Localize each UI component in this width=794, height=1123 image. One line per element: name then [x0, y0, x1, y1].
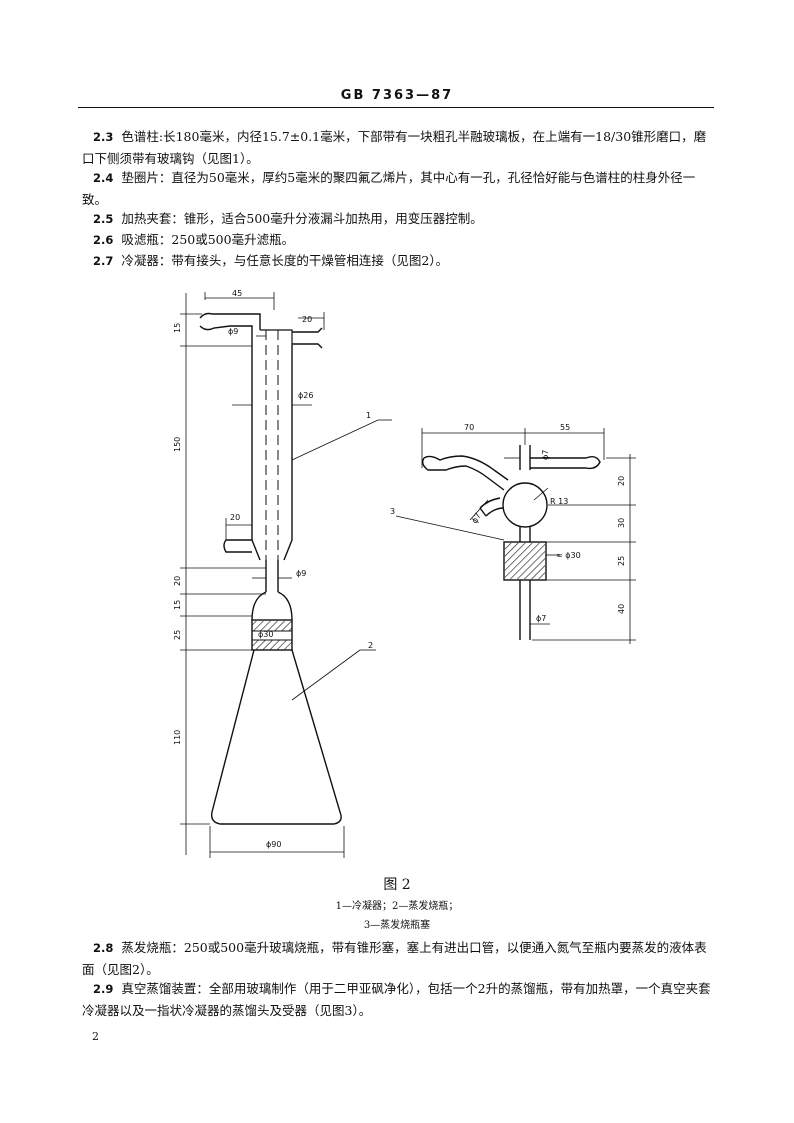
dim-v110: 110 — [173, 730, 182, 745]
clause-text: 蒸发烧瓶：250或500毫升玻璃烧瓶，带有锥形塞，塞上有进出口管，以便通入氮气至… — [82, 940, 707, 977]
dim-phi26: ϕ26 — [298, 391, 313, 400]
figure-title: 图 2 — [383, 877, 411, 893]
dim-phi7-side: ϕ7 — [470, 512, 483, 525]
stopper-drawing — [421, 445, 601, 640]
dim-v15-bulb: 15 — [173, 600, 182, 610]
paragraph-2-7: 2.7 冷凝器：带有接头，与任意长度的干燥管相连接（见图2）。 — [82, 250, 718, 272]
dim-phi9-stem: ϕ9 — [296, 569, 306, 578]
dim-v15-top: 15 — [173, 323, 182, 333]
dim-phi30: ϕ30 — [258, 630, 273, 639]
clause-number: 2.5 — [93, 212, 114, 226]
dim-20-side: 20 — [230, 513, 240, 522]
clause-text: 垫圈片：直径为50毫米，厚约5毫米的聚四氟乙烯片，其中心有一孔，孔径恰好能与色谱… — [82, 170, 696, 207]
figure-legend-line2: 3—蒸发烧瓶塞 — [363, 920, 431, 931]
dim-phi7-bottom: ϕ7 — [536, 614, 546, 623]
paragraph-2-5: 2.5 加热夹套：锥形，适合500毫升分液漏斗加热用，用变压器控制。 — [82, 208, 718, 230]
header-rule — [78, 107, 714, 108]
label-3: 3 — [390, 507, 395, 516]
clause-number: 2.3 — [93, 130, 114, 144]
clause-number: 2.8 — [93, 941, 114, 955]
page-number: 2 — [92, 1030, 99, 1043]
dim-45: 45 — [232, 289, 242, 298]
dim-70: 70 — [464, 423, 474, 432]
dim-phi9-top: ϕ9 — [228, 327, 238, 336]
dim-v30-right: 30 — [617, 518, 626, 528]
right-dimension-labels: 70 55 ϕ7 ϕ7 R 13 ≈ ϕ30 ϕ7 3 20 30 25 40 — [390, 423, 626, 623]
stopper-hatch — [505, 543, 545, 579]
clause-text: 真空蒸馏装置：全部用玻璃制作（用于二甲亚砜净化），包括一个2升的蒸馏瓶，带有加热… — [82, 981, 711, 1018]
figure-2-drawing: 45 ϕ9 20 ϕ26 20 ϕ9 ϕ30 ϕ90 1 2 15 150 20… — [173, 289, 636, 858]
clause-number: 2.9 — [93, 982, 114, 996]
dim-v150: 150 — [173, 437, 182, 452]
dim-v20-right: 20 — [617, 476, 626, 486]
dim-approx-phi30: ≈ ϕ30 — [556, 551, 581, 560]
clause-text: 色谱柱:长180毫米，内径15.7±0.1毫米，下部带有一块粗孔半融玻璃板，在上… — [82, 129, 707, 166]
dim-r13: R 13 — [550, 497, 568, 506]
figure-legend-line1: 1—冷凝器；2—蒸发烧瓶； — [335, 901, 459, 912]
paragraph-2-6: 2.6 吸滤瓶：250或500毫升滤瓶。 — [82, 229, 718, 251]
dim-20-top: 20 — [302, 315, 312, 324]
dim-v20: 20 — [173, 576, 182, 586]
joint-hatch-lower — [252, 640, 292, 650]
dim-v25: 25 — [173, 630, 182, 640]
clause-number: 2.4 — [93, 171, 114, 185]
dim-v25-right: 25 — [617, 556, 626, 566]
label-2: 2 — [368, 641, 373, 650]
clause-text: 吸滤瓶：250或500毫升滤瓶。 — [121, 232, 295, 247]
clause-text: 冷凝器：带有接头，与任意长度的干燥管相连接（见图2）。 — [121, 253, 449, 268]
clause-number: 2.6 — [93, 233, 114, 247]
left-dimension-lines — [180, 293, 392, 858]
label-1: 1 — [366, 411, 371, 420]
dim-phi90: ϕ90 — [266, 840, 281, 849]
clause-text: 加热夹套：锥形，适合500毫升分液漏斗加热用，用变压器控制。 — [121, 211, 483, 226]
left-dimension-labels: 45 ϕ9 20 ϕ26 20 ϕ9 ϕ30 ϕ90 1 2 15 150 20… — [173, 289, 373, 849]
dim-55: 55 — [560, 423, 570, 432]
page-header: GB 7363—87 — [340, 88, 454, 103]
dim-phi7-top: ϕ7 — [541, 450, 550, 460]
right-dimension-lines — [395, 428, 636, 644]
condenser-drawing — [199, 292, 342, 825]
joint-hatch-upper — [252, 621, 292, 631]
dim-v40-right: 40 — [617, 604, 626, 614]
clause-number: 2.7 — [93, 254, 114, 268]
